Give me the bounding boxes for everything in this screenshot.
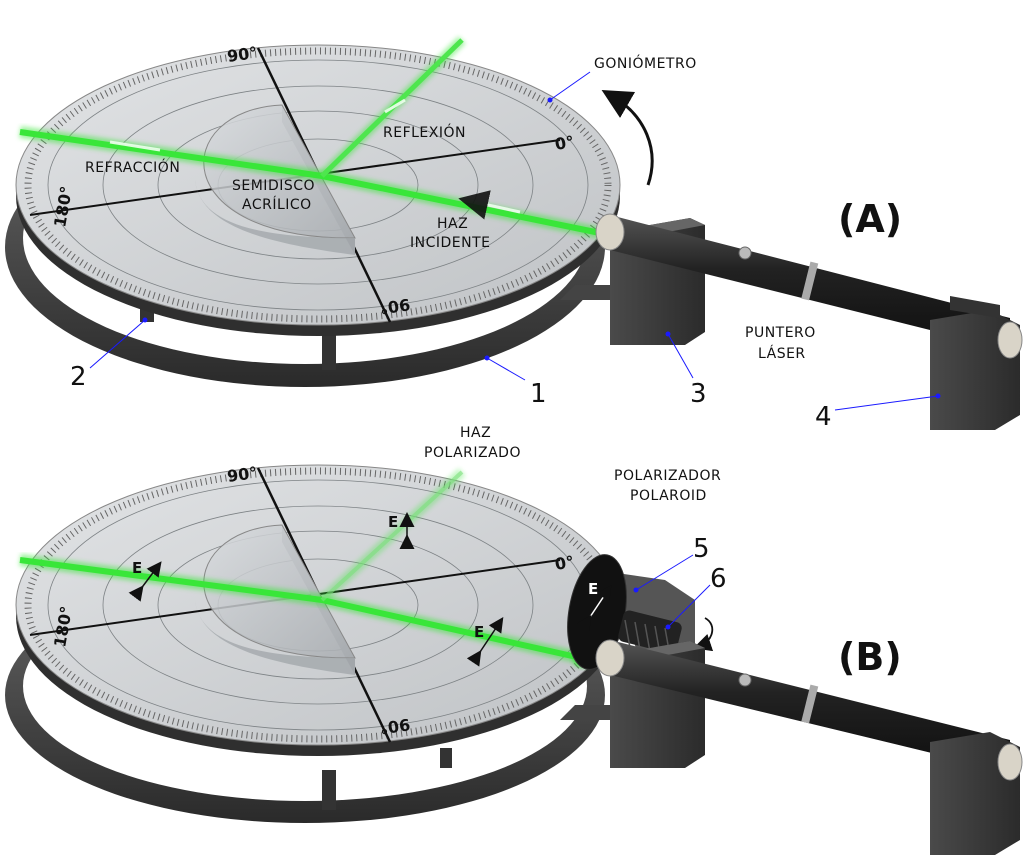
label-polaroid: POLAROID bbox=[630, 488, 707, 504]
label-puntero: PUNTERO bbox=[745, 325, 816, 341]
label-semidisco: SEMIDISCO bbox=[232, 178, 315, 194]
laser-pointer-b bbox=[595, 639, 1023, 855]
scale-90-bottom-b: 90° bbox=[379, 715, 412, 738]
dot-4 bbox=[935, 393, 941, 399]
leader-4 bbox=[834, 395, 939, 411]
dot-6 bbox=[665, 624, 671, 630]
leader-5 bbox=[635, 554, 694, 591]
scale-90-bottom: 90° bbox=[379, 295, 412, 318]
label-goniometro: GONIÓMETRO bbox=[594, 54, 697, 72]
callout-4: 4 bbox=[815, 402, 832, 432]
label-reflexion: REFLEXIÓN bbox=[383, 123, 466, 141]
label-acrilico: ACRÍLICO bbox=[242, 196, 312, 213]
label-polarizador: POLARIZADOR bbox=[614, 468, 721, 484]
label-haz-b: HAZ bbox=[460, 425, 491, 441]
scale-90-top-b: 90° bbox=[226, 463, 259, 486]
laser-pointer bbox=[595, 213, 1023, 430]
callout-6: 6 bbox=[710, 564, 727, 594]
leader-6 bbox=[667, 584, 711, 628]
dot-3 bbox=[665, 331, 671, 337]
dot-2 bbox=[142, 317, 148, 323]
label-laser: LÁSER bbox=[758, 345, 806, 362]
leader-1 bbox=[486, 357, 526, 381]
dot-5 bbox=[633, 587, 639, 593]
leader-goniometro bbox=[549, 71, 591, 101]
scale-90-top: 90° bbox=[226, 43, 259, 66]
panel-a-title: (A) bbox=[838, 197, 902, 241]
rotation-arrow bbox=[601, 90, 654, 186]
panel-b: 90° 90° 180° 0° E E E bbox=[5, 425, 1023, 855]
panel-b-title: (B) bbox=[838, 635, 902, 679]
label-refraccion: REFRACCIÓN bbox=[85, 158, 180, 176]
label-incidente: INCIDENTE bbox=[410, 235, 491, 251]
degree-ticks bbox=[24, 47, 612, 323]
laser-beams-a bbox=[19, 36, 602, 239]
e-label-polarizer: E bbox=[588, 580, 598, 598]
label-polarizado: POLARIZADO bbox=[424, 445, 521, 461]
scale-0-right: 0° bbox=[553, 132, 575, 154]
leader-2 bbox=[89, 319, 146, 369]
e-label-left: E bbox=[132, 559, 142, 577]
callout-5: 5 bbox=[693, 534, 710, 564]
callout-2: 2 bbox=[70, 362, 87, 392]
e-field-arrows bbox=[128, 512, 504, 667]
label-haz: HAZ bbox=[437, 216, 468, 232]
callout-3: 3 bbox=[690, 379, 707, 409]
leader-3 bbox=[667, 333, 694, 379]
panel-a: 90° 90° 180° 0° bbox=[5, 36, 1023, 432]
scale-0-right-b: 0° bbox=[553, 552, 575, 574]
callout-1: 1 bbox=[530, 379, 547, 409]
e-label-top: E bbox=[388, 513, 398, 531]
e-label-mid: E bbox=[474, 623, 484, 641]
dot-goniometro bbox=[547, 97, 553, 103]
dot-1 bbox=[484, 355, 490, 361]
